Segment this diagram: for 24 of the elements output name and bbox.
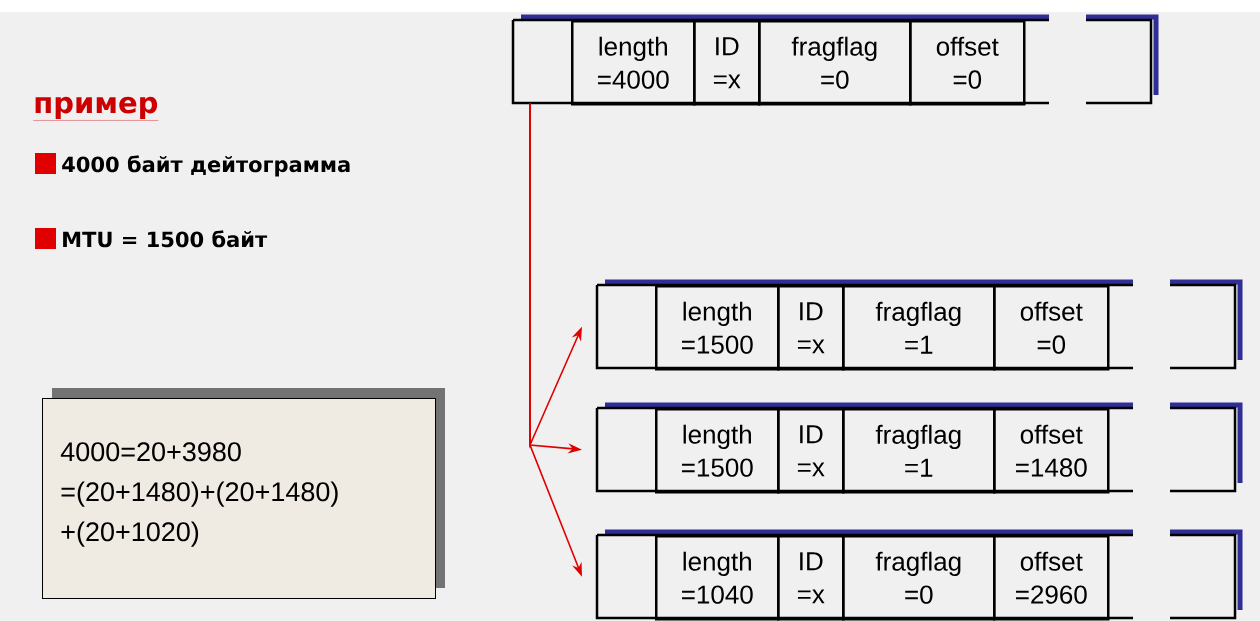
header-field: ID =x — [777, 285, 845, 371]
header-field: fragflag =1 — [842, 285, 996, 371]
header-field: ID =x — [777, 408, 845, 494]
header-field: length =4000 — [571, 20, 696, 106]
header-field: fragflag =0 — [842, 535, 996, 621]
datagram-box — [595, 402, 1243, 493]
header-field: fragflag =0 — [758, 20, 912, 106]
datagram-box — [511, 14, 1159, 105]
datagram-box — [595, 279, 1243, 370]
header-field: ID =x — [693, 20, 761, 106]
header-field: length =1040 — [655, 535, 780, 621]
heading: пример — [33, 96, 159, 121]
header-field: offset =1480 — [993, 408, 1110, 494]
header-field: ID =x — [777, 535, 845, 621]
header-field: offset =0 — [909, 20, 1026, 106]
header-field: length =1500 — [655, 408, 780, 494]
header-field: offset =0 — [993, 285, 1110, 371]
bullet-text: MTU = 1500 байт — [63, 230, 268, 248]
note-box: 4000=20+3980 =(20+1480)+(20+1480) +(20+1020) — [42, 388, 445, 599]
header-field: length =1500 — [655, 285, 780, 371]
datagram-box — [595, 529, 1243, 620]
bullet-text: 4000 байт дейтограмма — [62, 155, 350, 177]
header-field: fragflag =1 — [842, 408, 996, 494]
header-field: offset =2960 — [993, 535, 1110, 621]
